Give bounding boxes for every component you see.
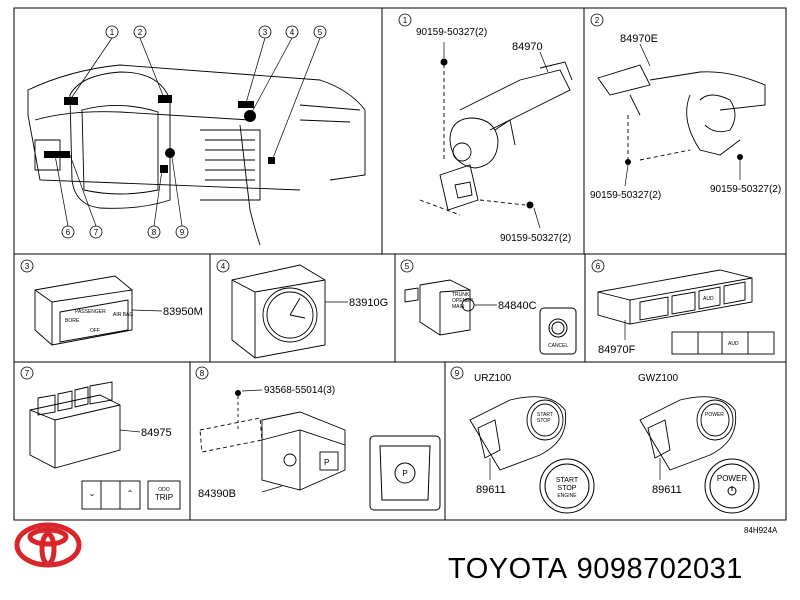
- trunk-opener-switch-drawing: [404, 279, 475, 336]
- trip-label: TRIP: [155, 493, 173, 502]
- p4-part-label: 83910G: [349, 297, 388, 309]
- overview-leader-lines: [54, 37, 321, 227]
- p9-part-a-label: 89611: [476, 484, 506, 496]
- overview-markers: [44, 95, 275, 173]
- svg-text:OPENER: OPENER: [452, 298, 474, 304]
- panel-7-number: 7: [25, 369, 30, 378]
- power-button-inset: [704, 458, 760, 514]
- svg-text:PASSENGER: PASSENGER: [75, 309, 106, 315]
- start-stop-switch-drawing: [469, 396, 567, 471]
- panel-2: [583, 7, 787, 255]
- svg-text:MAIN: MAIN: [452, 304, 465, 310]
- svg-text:P: P: [324, 458, 329, 467]
- svg-text:AUD: AUD: [703, 296, 714, 302]
- callout-7: 7: [94, 228, 99, 237]
- stop-label: STOP: [558, 485, 577, 492]
- p7-part-label: 84975: [141, 427, 172, 439]
- panel-9-number: 9: [455, 369, 460, 378]
- p2-bolt-b-label: 90159-50327(2): [710, 184, 781, 195]
- variant-b-label: GWZ100: [638, 373, 678, 384]
- odo-label: ODO: [158, 487, 170, 493]
- p5-part-label: 84840C: [498, 300, 537, 312]
- svg-text:BORE: BORE: [65, 318, 80, 324]
- p9-part-b-label: 89611: [652, 484, 682, 496]
- svg-text:⌄: ⌄: [89, 489, 96, 498]
- dashboard-overview: [27, 64, 366, 246]
- panel-1-number: 1: [403, 16, 408, 25]
- svg-text:OFF: OFF: [90, 328, 100, 334]
- svg-text:TRUNK: TRUNK: [452, 292, 470, 298]
- cancel-label: CANCEL: [548, 343, 569, 349]
- diagram-code: 84H924A: [744, 526, 778, 535]
- panel-8-number: 8: [200, 369, 205, 378]
- p8-part-label: 84390B: [198, 488, 236, 500]
- switch-face-inset: [671, 331, 775, 355]
- p2-part-label: 84970E: [620, 33, 658, 45]
- odo-trip-switch-drawing: [29, 381, 121, 469]
- combination-switch-2-drawing: [597, 64, 766, 161]
- callout-5: 5: [318, 28, 323, 37]
- panel-6-number: 6: [596, 262, 601, 271]
- svg-text:STOP: STOP: [537, 418, 551, 424]
- cancel-button-inset: [539, 307, 577, 355]
- variant-a-label: URZ100: [474, 373, 512, 384]
- svg-text:AIR BAG: AIR BAG: [113, 312, 133, 318]
- bolt-icon: [440, 42, 534, 209]
- engine-label: ENGINE: [557, 493, 577, 499]
- p3-part-label: 83950M: [163, 306, 203, 318]
- svg-text:POWER: POWER: [705, 412, 724, 418]
- callout-9: 9: [180, 228, 185, 237]
- combination-switch-drawing: [419, 61, 573, 216]
- brand-name: TOYOTA: [448, 553, 568, 585]
- part-number: 9098702031: [576, 553, 743, 585]
- callout-3: 3: [263, 28, 268, 37]
- power-switch-drawing: [639, 396, 737, 471]
- panel-5-number: 5: [405, 262, 410, 271]
- p1-part-label: 84970: [512, 41, 543, 53]
- panel-4-number: 4: [221, 262, 226, 271]
- toyota-logo-icon: [14, 522, 82, 568]
- svg-text:AUD: AUD: [728, 341, 739, 347]
- button-face-inset: [81, 480, 181, 510]
- panel-2-number: 2: [595, 16, 600, 25]
- airbag-indicator-drawing: [34, 275, 133, 346]
- panel-3-number: 3: [25, 262, 30, 271]
- callout-2: 2: [138, 28, 143, 37]
- clock-drawing: [231, 264, 326, 359]
- start-label: START: [556, 477, 579, 484]
- start-stop-button-inset: [539, 458, 595, 514]
- switch-assembly-drawing: [597, 269, 753, 325]
- svg-text:START: START: [537, 412, 553, 418]
- p8-bolt-label: 93568-55014(3): [264, 385, 335, 396]
- callout-1: 1: [110, 28, 115, 37]
- svg-text:P: P: [402, 469, 407, 478]
- callout-6: 6: [66, 228, 71, 237]
- callout-4: 4: [290, 28, 295, 37]
- p6-part-label: 84970F: [598, 344, 636, 356]
- overview-callouts: [61, 25, 327, 239]
- p1-bolt-b-label: 90159-50327(2): [500, 233, 571, 244]
- p1-bolt-a-label: 90159-50327(2): [416, 27, 487, 38]
- power-label: POWER: [717, 474, 747, 483]
- svg-text:⌃: ⌃: [127, 489, 134, 498]
- overview-panel: [13, 7, 383, 255]
- panel-9: [444, 361, 787, 521]
- p2-bolt-a-label: 90159-50327(2): [590, 190, 661, 201]
- parking-button-inset: [369, 435, 441, 511]
- parking-brake-switch-drawing: [199, 396, 346, 491]
- callout-8: 8: [152, 228, 157, 237]
- panel-1: [381, 7, 585, 255]
